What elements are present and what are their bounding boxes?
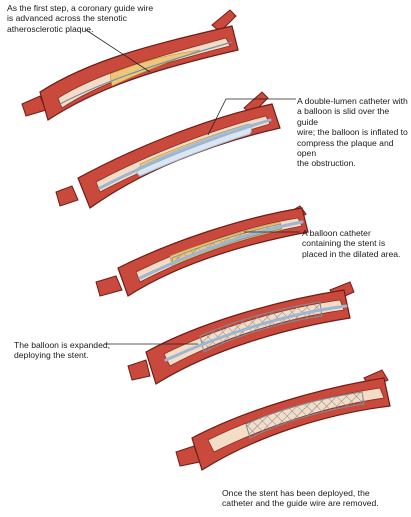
caption-step-5: Once the stent has been deployed, the ca… xyxy=(222,488,402,509)
artery-stage-2 xyxy=(56,92,280,208)
artery-stage-4 xyxy=(128,282,354,384)
artery-stage-5 xyxy=(176,370,390,470)
artery-branch xyxy=(96,276,122,296)
artery-stage-3 xyxy=(96,206,308,296)
artery-branch xyxy=(56,186,78,206)
caption-step-2: A double-lumen catheter with a balloon i… xyxy=(297,96,409,169)
caption-step-3: A balloon catheter containing the stent … xyxy=(302,228,407,259)
caption-step-1: As the first step, a coronary guide wire… xyxy=(7,3,182,34)
artery-branch xyxy=(128,360,150,380)
caption-step-4: The balloon is expanded, deploying the s… xyxy=(14,340,119,361)
